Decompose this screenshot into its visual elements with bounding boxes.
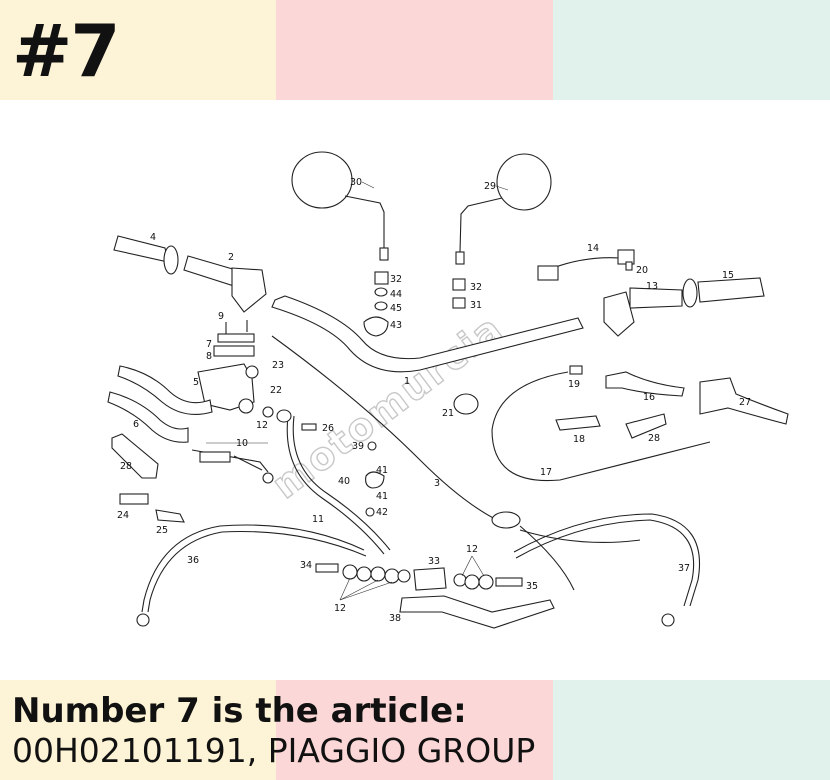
svg-text:40: 40	[338, 476, 350, 487]
mirror-hardware-right	[452, 278, 466, 309]
bracket-33-38	[399, 567, 555, 629]
svg-text:42: 42	[376, 507, 388, 518]
svg-text:45: 45	[390, 303, 402, 314]
svg-text:9: 9	[218, 311, 224, 322]
exploded-parts-diagram: motomurcia	[107, 151, 789, 629]
svg-text:11: 11	[312, 514, 324, 525]
svg-text:16: 16	[643, 392, 655, 403]
svg-text:26: 26	[322, 423, 334, 434]
lever-6	[107, 391, 189, 443]
lever-16	[605, 371, 685, 397]
svg-text:12: 12	[466, 544, 478, 555]
lever-cover-28-left	[111, 433, 159, 479]
svg-text:6: 6	[133, 419, 139, 430]
switch-14	[537, 249, 635, 281]
svg-text:24: 24	[117, 510, 129, 521]
svg-text:15: 15	[722, 270, 734, 281]
handlebar	[271, 295, 584, 373]
svg-text:21: 21	[442, 408, 454, 419]
svg-text:44: 44	[390, 289, 402, 300]
svg-text:18: 18	[573, 434, 585, 445]
leader-lines	[206, 181, 509, 601]
svg-text:41: 41	[376, 491, 388, 502]
svg-text:10: 10	[236, 438, 248, 449]
svg-text:13: 13	[646, 281, 658, 292]
svg-text:5: 5	[193, 377, 199, 388]
svg-text:28: 28	[648, 433, 660, 444]
lever-27	[699, 377, 789, 425]
lever-5	[117, 365, 213, 415]
svg-text:28: 28	[120, 461, 132, 472]
svg-text:34: 34	[300, 560, 312, 571]
clamp-21	[453, 393, 479, 415]
brake-hose-36	[136, 524, 367, 627]
caption-title: Number 7 is the article:	[12, 691, 467, 731]
master-cylinder	[197, 320, 274, 418]
svg-text:35: 35	[526, 581, 538, 592]
caption-subtitle: 00H02101191, PIAGGIO GROUP	[12, 731, 536, 770]
svg-text:8: 8	[206, 351, 212, 362]
svg-text:7: 7	[206, 339, 212, 350]
lever-cover-28-right	[625, 413, 667, 439]
svg-text:2: 2	[228, 252, 234, 263]
clutch-cable-17	[491, 365, 711, 482]
svg-text:41: 41	[376, 465, 388, 476]
footer-band	[0, 680, 830, 780]
mirror-hardware-left	[363, 271, 389, 337]
svg-text:37: 37	[678, 563, 690, 574]
header-band	[0, 0, 830, 100]
svg-text:14: 14	[587, 243, 599, 254]
svg-text:17: 17	[540, 467, 552, 478]
svg-text:25: 25	[156, 525, 168, 536]
svg-text:43: 43	[390, 320, 402, 331]
grip-left	[113, 235, 267, 313]
banjo-fittings-right	[453, 573, 523, 590]
svg-text:20: 20	[636, 265, 648, 276]
svg-text:31: 31	[470, 300, 482, 311]
switch-assembly-10	[191, 449, 274, 484]
brake-hose-37	[513, 513, 701, 627]
svg-text:23: 23	[272, 360, 284, 371]
svg-text:4: 4	[150, 232, 156, 243]
svg-text:38: 38	[389, 613, 401, 624]
svg-text:30: 30	[350, 177, 362, 188]
svg-text:12: 12	[256, 420, 268, 431]
brake-hose-11	[276, 409, 391, 555]
svg-text:32: 32	[390, 274, 402, 285]
adjuster-18	[555, 415, 601, 431]
svg-text:32: 32	[470, 282, 482, 293]
svg-text:12: 12	[334, 603, 346, 614]
bolts	[301, 423, 385, 517]
svg-text:39: 39	[352, 441, 364, 452]
banjo-fittings-left	[315, 563, 411, 584]
mirror-right	[455, 153, 552, 265]
svg-text:33: 33	[428, 556, 440, 567]
svg-text:22: 22	[270, 385, 282, 396]
svg-text:36: 36	[187, 555, 199, 566]
callout-labels: 1 2 3 4 5 6 7 8 9 10 11 12 12 12 13 14 1…	[117, 177, 751, 624]
svg-text:3: 3	[434, 478, 440, 489]
adjuster-24-25	[119, 493, 185, 523]
svg-text:19: 19	[568, 379, 580, 390]
svg-text:29: 29	[484, 181, 496, 192]
part-number-badge: #7	[12, 9, 120, 93]
svg-text:27: 27	[739, 397, 751, 408]
grip-right	[603, 277, 765, 337]
mirror-left	[291, 151, 389, 261]
throttle-cable-3	[271, 335, 641, 591]
svg-text:1: 1	[404, 376, 410, 387]
